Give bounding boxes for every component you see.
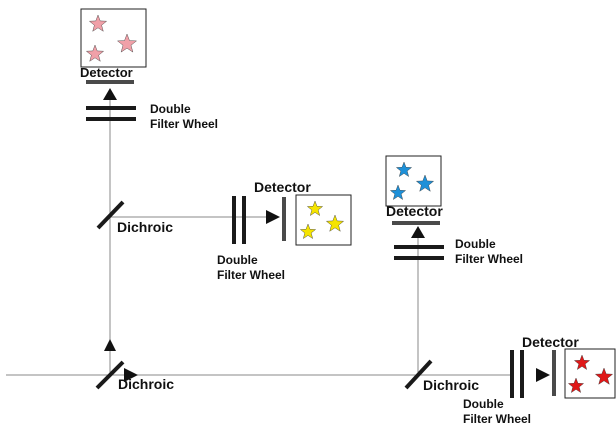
labels: Detector Detector Detector Detector Dich…	[80, 65, 579, 426]
filter-label-bottom-line2: Filter Wheel	[463, 412, 531, 426]
arrow-up-right-filter	[411, 226, 425, 238]
detector-image-yellow	[295, 194, 352, 246]
filter-label-top-line1: Double	[150, 102, 191, 116]
filter-wheel-right-1	[394, 245, 444, 249]
filter-wheel-top-2	[86, 117, 136, 121]
filter-wheel-bottom-2	[520, 350, 524, 398]
arrow-up-top-filter	[103, 88, 117, 100]
detector-image-red	[564, 348, 616, 399]
detector-image-blue	[385, 155, 442, 207]
dichroic-label-lower: Dichroic	[118, 376, 174, 392]
red-stars-image	[567, 354, 614, 393]
detector-plate-yellow	[282, 197, 286, 241]
yellow-stars-image	[299, 200, 345, 239]
filter-wheel-mid-1	[232, 196, 236, 244]
filter-label-mid-line2: Filter Wheel	[217, 268, 285, 282]
detector-image-pink	[80, 8, 147, 68]
detector-label-blue: Detector	[386, 203, 443, 219]
arrow-up-lower-dichroic	[104, 339, 116, 351]
filter-wheel-bottom-1	[510, 350, 514, 398]
star-icon	[395, 161, 413, 177]
arrow-right-red-detector	[536, 368, 550, 382]
filter-label-bottom-line1: Double	[463, 397, 504, 411]
star-icon	[325, 214, 345, 232]
detector-label-red: Detector	[522, 334, 579, 350]
detector-plates	[86, 80, 556, 396]
dichroics	[95, 200, 433, 390]
beam-paths	[6, 100, 514, 376]
dichroic-mirror-lower	[95, 360, 125, 390]
filter-label-right-line2: Filter Wheel	[455, 252, 523, 266]
star-icon	[306, 200, 324, 216]
star-icon	[299, 223, 317, 239]
filter-wheels	[86, 106, 524, 398]
arrow-right-lower-dichroic	[124, 368, 138, 382]
dichroic-mirror-right	[404, 359, 433, 390]
star-icon	[85, 44, 105, 62]
star-icon	[573, 354, 591, 370]
detector-plate-red	[552, 350, 556, 396]
dichroic-mirror-upper	[96, 200, 125, 230]
filter-label-right-line1: Double	[455, 237, 496, 251]
blue-stars-image	[389, 161, 435, 200]
filter-wheel-mid-2	[242, 196, 246, 244]
filter-wheel-top-1	[86, 106, 136, 110]
star-icon	[594, 367, 614, 385]
filter-label-mid-line1: Double	[217, 253, 258, 267]
detector-plate-blue	[392, 221, 440, 225]
pink-stars-image	[85, 14, 138, 62]
arrows	[103, 88, 550, 382]
star-icon	[88, 14, 108, 32]
star-icon	[567, 377, 585, 393]
star-icon	[415, 174, 435, 192]
star-icon	[116, 33, 138, 53]
arrow-right-yellow-detector	[266, 210, 280, 224]
star-icon	[389, 184, 407, 200]
dichroic-label-right: Dichroic	[423, 377, 479, 393]
filter-wheel-right-2	[394, 256, 444, 260]
detector-plate-top	[86, 80, 134, 84]
detector-label-top: Detector	[80, 65, 133, 80]
detector-label-yellow: Detector	[254, 179, 311, 195]
filter-label-top-line2: Filter Wheel	[150, 117, 218, 131]
dichroic-label-upper: Dichroic	[117, 219, 173, 235]
